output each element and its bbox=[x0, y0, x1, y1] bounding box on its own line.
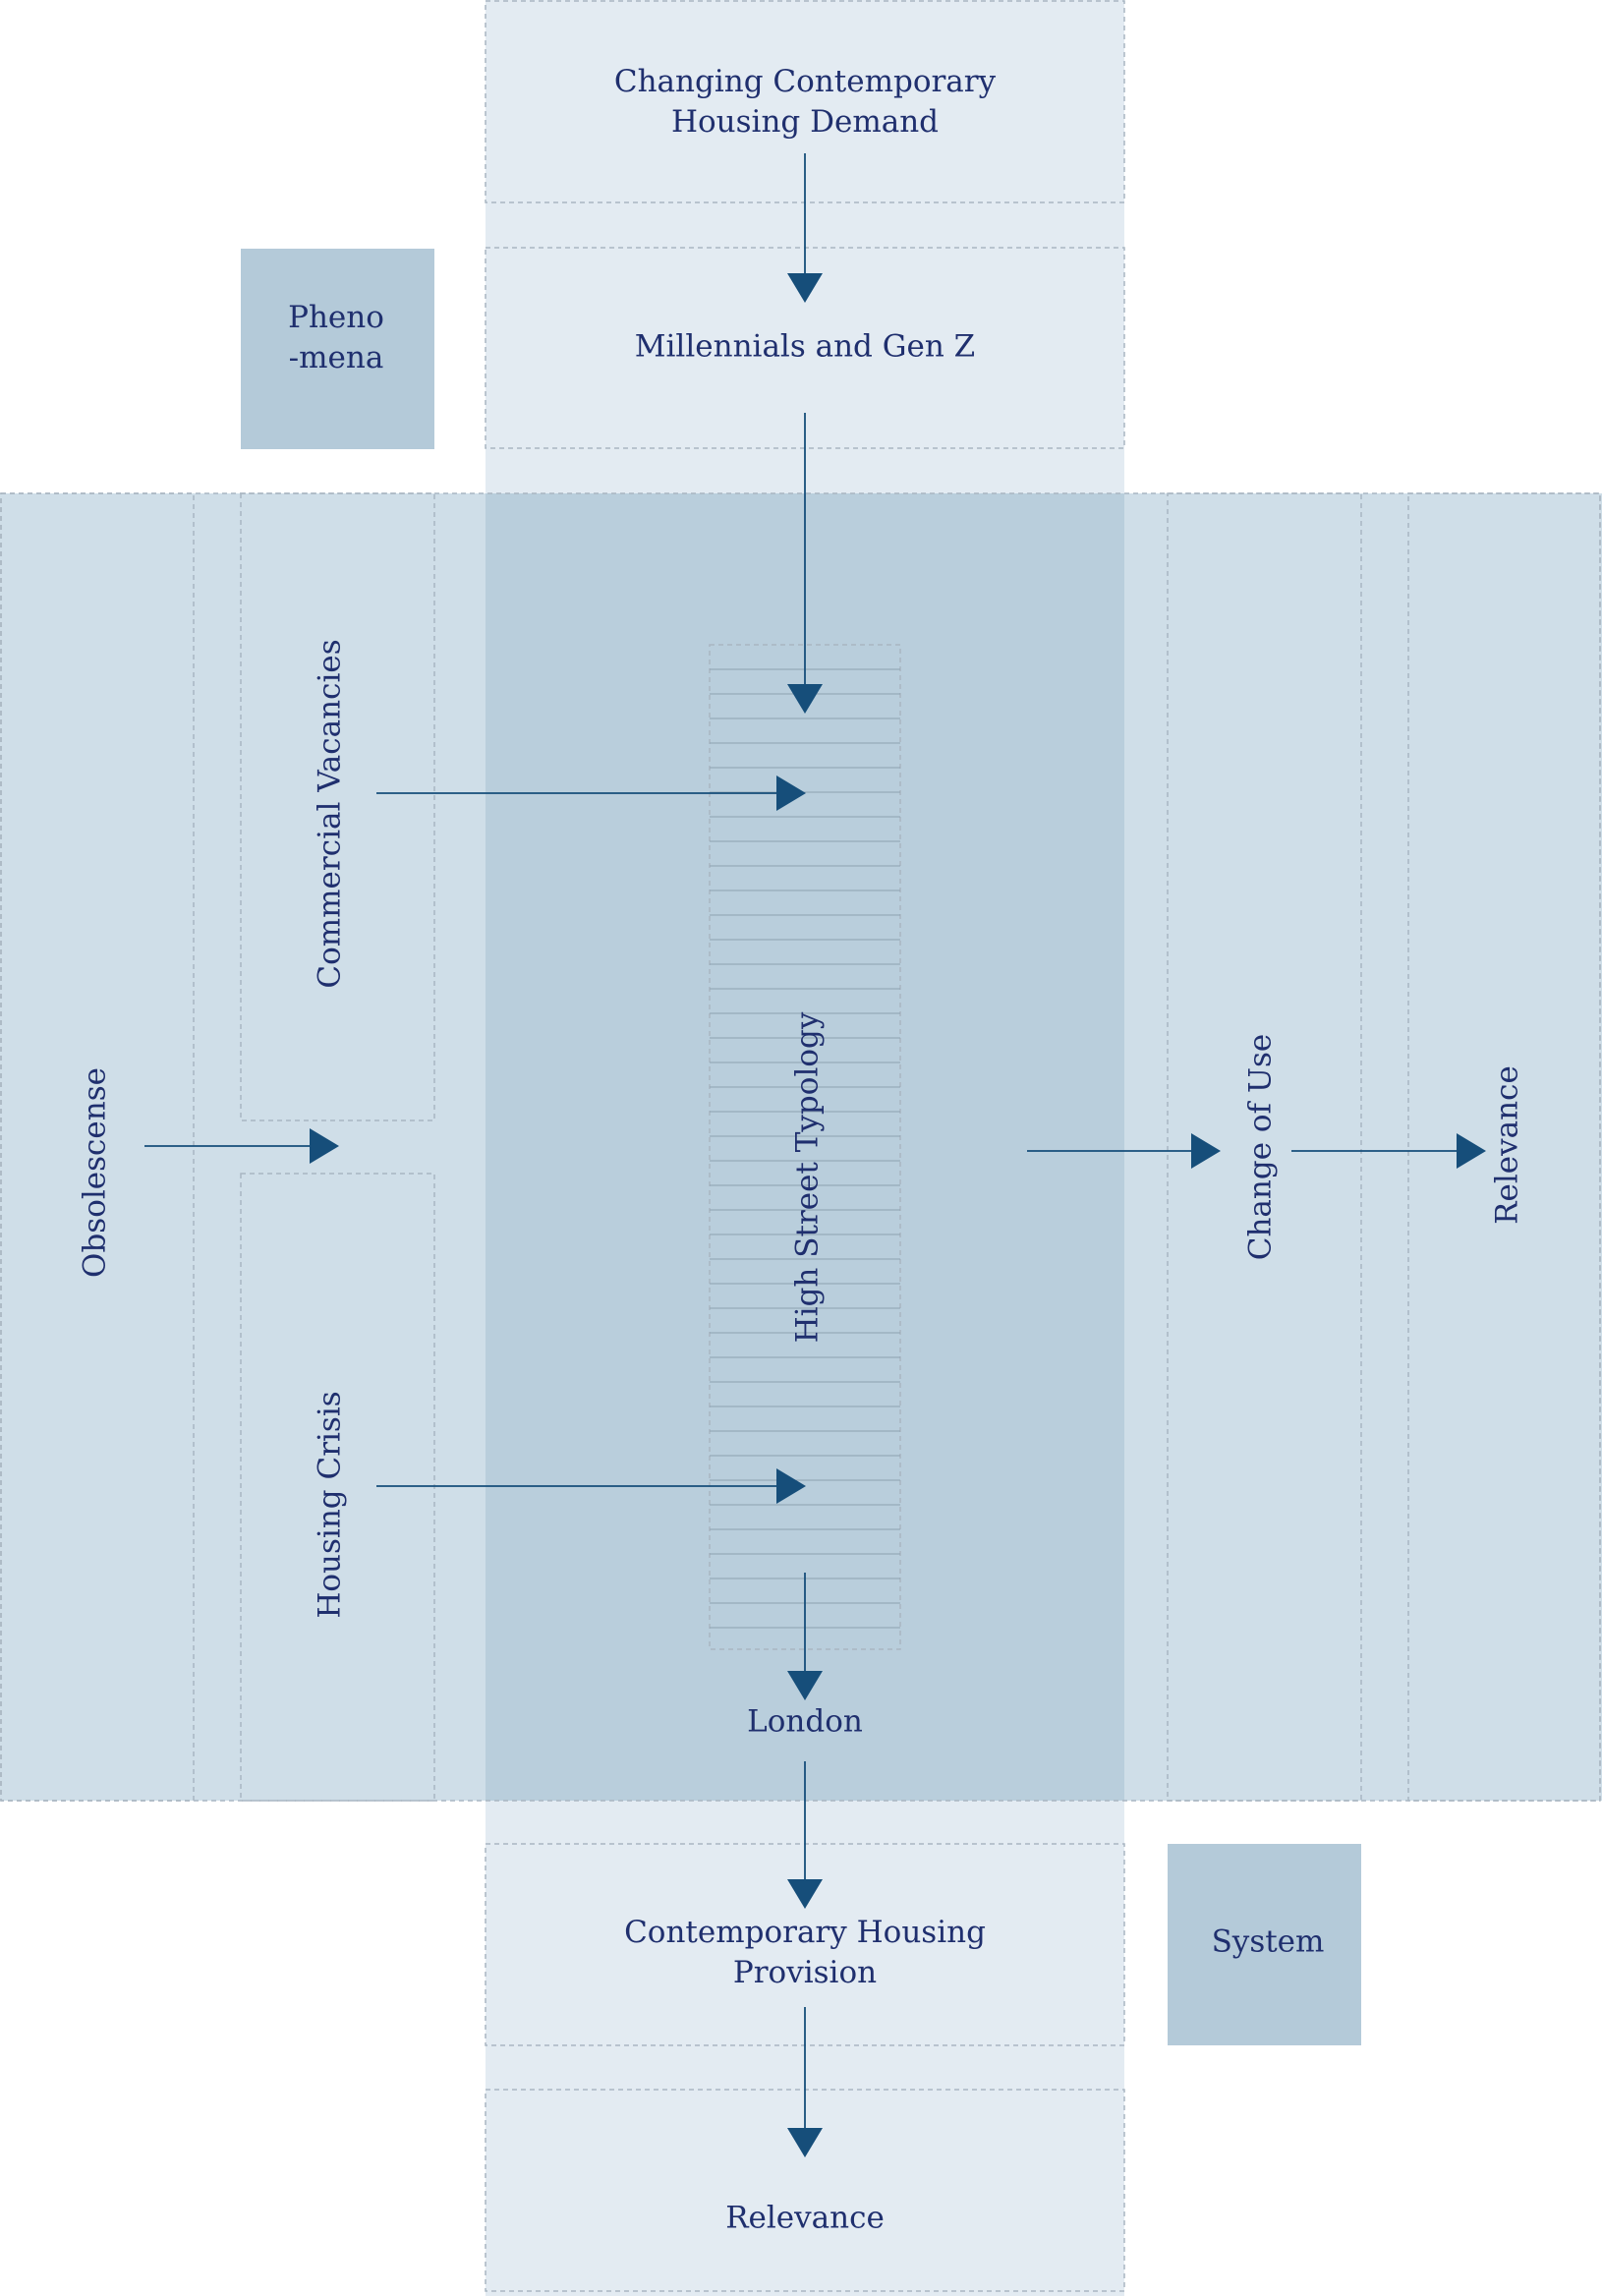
arrowhead-vacancies-to-high-street bbox=[776, 775, 806, 811]
panel-housing-crisis bbox=[240, 1173, 435, 1802]
arrowhead-housing-crisis-to-high-street bbox=[776, 1468, 806, 1504]
node-obsolescense: Obsolescense bbox=[77, 1067, 113, 1278]
arrowhead-obsolescense-to-panels bbox=[310, 1128, 339, 1164]
node-housing-crisis: Housing Crisis bbox=[312, 1391, 348, 1619]
arrowhead-change-of-use-to-relevance bbox=[1457, 1133, 1486, 1169]
high-street-hatch-border bbox=[709, 644, 901, 1650]
tag-phenomena: Pheno -mena bbox=[288, 300, 384, 375]
arrowhead-high-street-to-change-of-use bbox=[1191, 1133, 1221, 1169]
node-commercial-vacancies: Commercial Vacancies bbox=[312, 639, 348, 989]
arrowhead-provision-to-relevance bbox=[787, 2128, 823, 2157]
node-contemporary-provision: Contemporary Housing Provision bbox=[624, 1915, 986, 1990]
node-relevance-bottom: Relevance bbox=[725, 2200, 885, 2236]
node-changing-demand: Changing Contemporary Housing Demand bbox=[613, 64, 997, 140]
node-high-street-typology: High Street Typology bbox=[789, 1011, 826, 1344]
arrowhead-london-to-provision bbox=[787, 1879, 823, 1909]
tag-system-box bbox=[1168, 1844, 1361, 2045]
tag-phenomena-box bbox=[241, 249, 434, 449]
node-london: London bbox=[747, 1703, 863, 1740]
panel-obsolescense bbox=[0, 492, 195, 1802]
panel-commercial-vacancies bbox=[240, 492, 435, 1121]
arrowhead-demand-to-millennials bbox=[787, 273, 823, 303]
arrowhead-high-street-to-london bbox=[787, 1671, 823, 1700]
node-relevance-right: Relevance bbox=[1489, 1065, 1525, 1225]
arrows bbox=[144, 153, 1486, 2157]
node-millennials: Millennials and Gen Z bbox=[634, 328, 976, 365]
tag-system: System bbox=[1211, 1923, 1325, 1960]
panel-change-of-use bbox=[1167, 492, 1362, 1802]
node-change-of-use: Change of Use bbox=[1242, 1033, 1279, 1261]
arrowhead-millennials-to-high-street bbox=[787, 684, 823, 714]
panel-relevance-right bbox=[1407, 492, 1601, 1802]
